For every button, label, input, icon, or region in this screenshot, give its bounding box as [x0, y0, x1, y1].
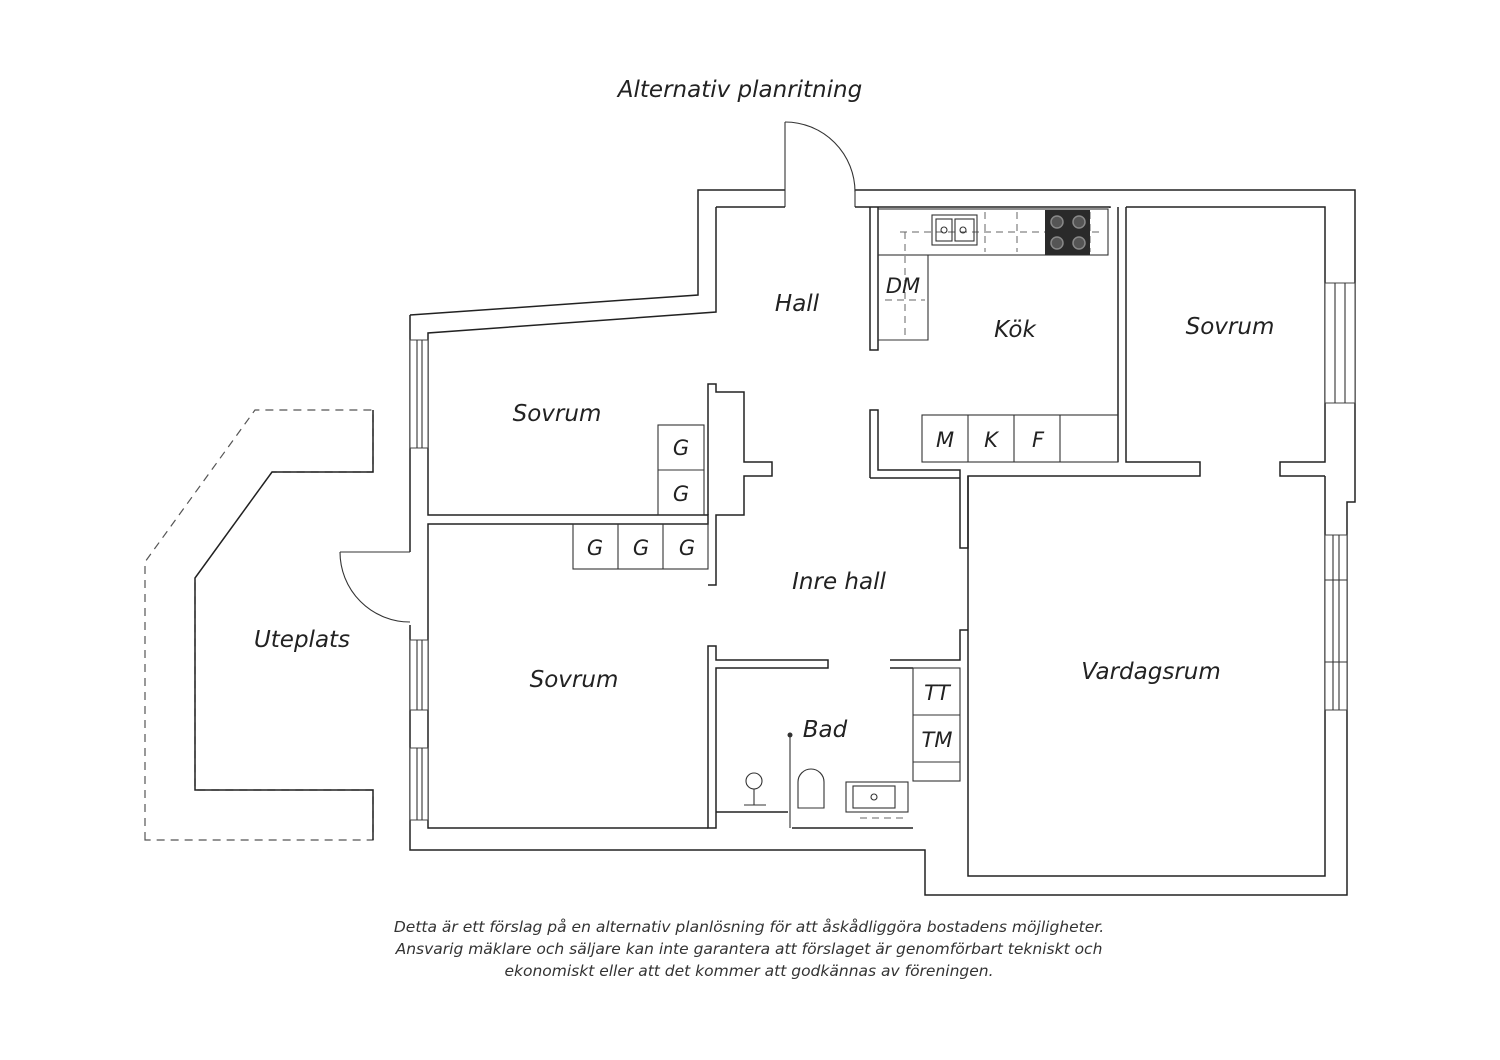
toilet-icon	[797, 768, 825, 809]
room-label-living-room: Vardagsrum	[1081, 659, 1221, 685]
wardrobes-sw	[572, 523, 709, 570]
fixture-label-k: K	[984, 428, 1000, 452]
bath-west-wall	[707, 645, 829, 829]
fixture-label-dm: DM	[886, 274, 920, 298]
fixture-label-g: G	[679, 536, 695, 560]
living-room-window	[1324, 534, 1348, 711]
stove-icon	[1045, 210, 1090, 255]
entrance-door	[784, 121, 856, 207]
kitchen-south-wall	[869, 207, 1201, 549]
fixture-label-g: G	[587, 536, 603, 560]
room-label-bedroom-sw: Sovrum	[530, 667, 619, 693]
patio-door	[339, 551, 411, 623]
laundry-units	[912, 667, 961, 782]
north-inner-wall	[855, 206, 1111, 208]
room-label-bedroom-ne: Sovrum	[1186, 314, 1275, 340]
disclaimer-line-1: Detta är ett förslag på en alternativ pl…	[394, 918, 1104, 936]
kitchen-counter	[877, 208, 1109, 341]
fixture-label-tt: TT	[924, 681, 952, 705]
disclaimer-line-2: Ansvarig mäklare och säljare kan inte ga…	[395, 940, 1103, 958]
fixture-label-m: M	[936, 428, 954, 452]
ne-window	[1324, 282, 1356, 404]
hall-stepped-wall	[707, 383, 773, 586]
sink-icon	[931, 214, 978, 246]
washbasin-icon	[845, 781, 909, 819]
room-label-kitchen: Kök	[994, 317, 1037, 343]
fixture-label-g: G	[633, 536, 649, 560]
ne-bedroom-walls	[1126, 206, 1326, 477]
fixture-label-f: F	[1032, 428, 1045, 452]
wardrobes-nw	[657, 424, 705, 516]
fixture-label-tm: TM	[922, 728, 953, 752]
room-label-inner-hall: Inre hall	[792, 569, 886, 595]
fixture-label-g: G	[673, 482, 689, 506]
room-label-bedroom-nw: Sovrum	[513, 401, 602, 427]
shower-icon	[744, 732, 793, 828]
plan-title: Alternativ planritning	[616, 77, 862, 103]
room-label-hall: Hall	[775, 291, 820, 317]
outer-walls	[409, 189, 1356, 896]
mkf-cabinets	[921, 414, 1119, 463]
room-label-bath: Bad	[803, 717, 848, 743]
hall-kitchen-wall	[869, 207, 879, 351]
disclaimer-line-3: ekonomiskt eller att det kommer att godk…	[504, 962, 993, 980]
west-windows	[409, 339, 429, 821]
patio-outline	[144, 409, 374, 841]
bath-east-wall	[890, 629, 968, 661]
room-label-patio: Uteplats	[254, 627, 350, 653]
fixture-label-g: G	[673, 436, 689, 460]
